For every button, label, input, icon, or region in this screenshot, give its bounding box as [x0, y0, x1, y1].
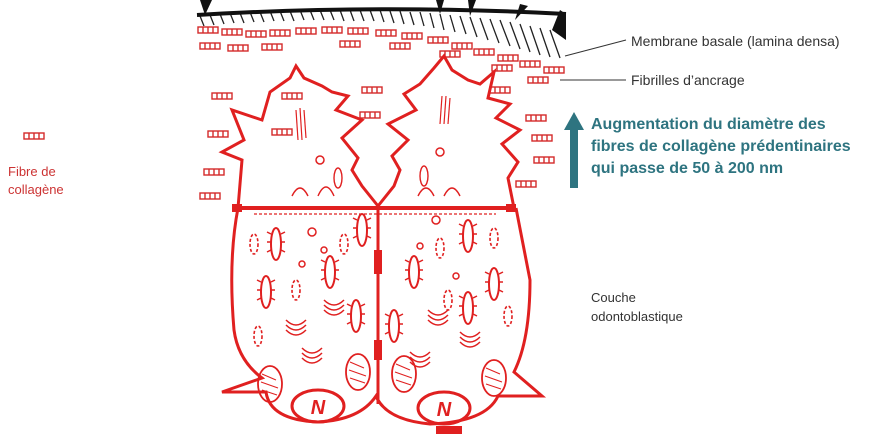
couche-label: Couche odontoblastique: [591, 288, 751, 326]
nucleus-label-right: N: [437, 399, 452, 421]
couche-line-2: odontoblastique: [591, 307, 751, 326]
dentin-layer: [197, 0, 570, 58]
legend-line-2: collagène: [8, 181, 98, 199]
legend-line-1: Fibre de: [8, 163, 98, 181]
odontoblast-cells: [222, 56, 542, 424]
membrane-label: Membrane basale (lamina densa): [631, 33, 881, 49]
leader-lines: [560, 40, 626, 80]
augmentation-line-1: Augmentation du diamètre des: [591, 114, 883, 136]
up-arrow-icon: [564, 112, 584, 188]
nucleus-label-left: N: [311, 397, 326, 419]
couche-line-1: Couche: [591, 288, 751, 307]
fibrilles-label: Fibrilles d’ancrage: [631, 72, 881, 88]
augmentation-label: Augmentation du diamètre des fibres de c…: [591, 114, 883, 180]
augmentation-line-2: fibres de collagène prédentinaires: [591, 136, 883, 158]
legend-label: Fibre de collagène: [8, 163, 98, 199]
collagen-fibre-icon: [24, 133, 44, 139]
augmentation-line-3: qui passe de 50 à 200 nm: [591, 158, 883, 180]
